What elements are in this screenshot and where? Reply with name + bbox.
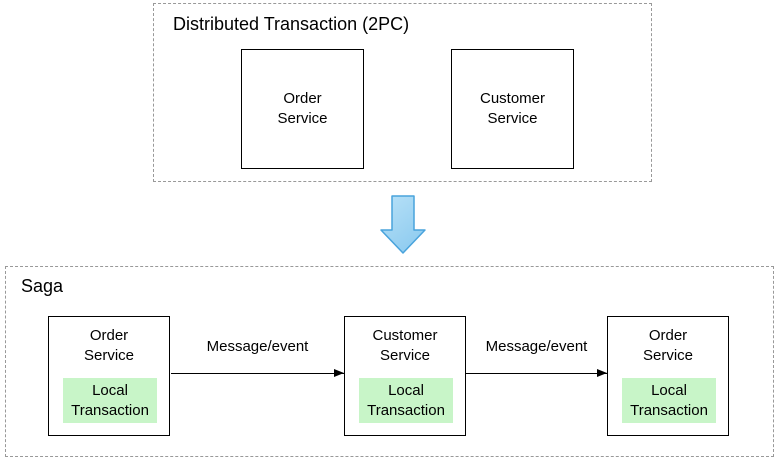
arrow-head-icon (597, 368, 607, 377)
local-transaction-label: Local Transaction (630, 381, 708, 419)
service-label: Order Service (642, 327, 694, 364)
message-arrow-label: Message/event (485, 338, 588, 355)
saga-step-order-service-2: Order Service Local Transaction (607, 316, 729, 436)
message-arrow-label: Message/event (206, 338, 309, 355)
message-arrow-2: Message/event (466, 337, 607, 377)
order-service-label: Order Service (277, 90, 328, 127)
local-transaction-label: Local Transaction (71, 381, 149, 419)
section-saga: Saga Order Service Local Transaction Mes… (5, 266, 774, 457)
local-transaction-box: Local Transaction (359, 378, 453, 423)
customer-service-label: Customer Service (479, 90, 546, 127)
saga-step-customer-service: Customer Service Local Transaction (344, 316, 466, 436)
arrow-line (466, 368, 607, 377)
section-distributed-transaction-2pc: Distributed Transaction (2PC) Order Serv… (153, 3, 652, 182)
saga-step-order-service: Order Service Local Transaction (48, 316, 170, 436)
customer-service-box-2pc: Customer Service (451, 49, 574, 169)
message-arrow-1: Message/event (171, 337, 344, 377)
section-title-2pc: Distributed Transaction (2PC) (173, 14, 410, 34)
local-transaction-box: Local Transaction (63, 378, 157, 423)
arrow-line (171, 368, 344, 377)
section-title-saga: Saga (21, 276, 64, 296)
local-transaction-box: Local Transaction (622, 378, 716, 423)
down-arrow-icon (380, 195, 426, 254)
order-service-box-2pc: Order Service (241, 49, 364, 169)
service-label: Order Service (83, 327, 135, 364)
service-label: Customer Service (372, 327, 438, 364)
local-transaction-label: Local Transaction (367, 381, 445, 419)
arrow-head-icon (334, 368, 344, 377)
